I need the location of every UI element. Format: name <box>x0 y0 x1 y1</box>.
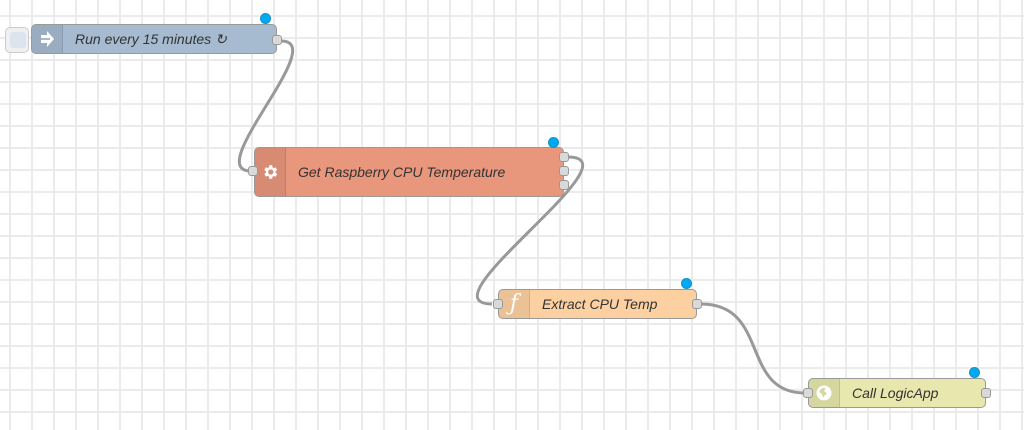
node-exec-label: Get Raspberry CPU Temperature <box>298 164 506 180</box>
node-exec-icon-box <box>255 148 286 196</box>
node-http-request-label: Call LogicApp <box>852 385 939 401</box>
node-function-icon-box: ƒ <box>499 290 530 318</box>
node-http-request[interactable]: Call LogicApp <box>808 378 986 408</box>
node-inject-changed-indicator <box>260 13 271 24</box>
inject-trigger-button-face[interactable] <box>10 32 26 48</box>
arrow-right-icon <box>41 31 54 47</box>
node-exec-output-port-stderr[interactable] <box>559 166 569 176</box>
inject-trigger-button[interactable] <box>5 27 29 53</box>
node-http-request-icon-box <box>809 379 840 407</box>
node-exec-output-port-rc[interactable] <box>559 180 569 190</box>
node-exec[interactable]: Get Raspberry CPU Temperature <box>254 147 564 197</box>
function-icon: ƒ <box>509 291 519 316</box>
node-http-request-input-port[interactable] <box>803 388 813 398</box>
node-http-request-output-port[interactable] <box>981 388 991 398</box>
node-function-label: Extract CPU Temp <box>542 296 658 312</box>
node-inject-output-port[interactable] <box>272 35 282 45</box>
node-exec-output-port-stdout[interactable] <box>559 152 569 162</box>
node-exec-input-port[interactable] <box>248 166 258 176</box>
node-exec-changed-indicator <box>548 137 559 148</box>
wire-function-to-http[interactable] <box>700 302 806 395</box>
node-inject[interactable]: Run every 15 minutes ↻ <box>31 24 277 54</box>
node-inject-icon-box <box>32 25 63 53</box>
node-function-changed-indicator <box>681 278 692 289</box>
globe-icon <box>816 385 832 401</box>
node-function-input-port[interactable] <box>493 299 503 309</box>
node-http-request-changed-indicator <box>969 367 980 378</box>
gear-icon <box>264 165 278 179</box>
node-function[interactable]: ƒ Extract CPU Temp <box>498 289 697 319</box>
node-inject-label: Run every 15 minutes ↻ <box>75 30 227 47</box>
node-function-output-port[interactable] <box>692 299 702 309</box>
